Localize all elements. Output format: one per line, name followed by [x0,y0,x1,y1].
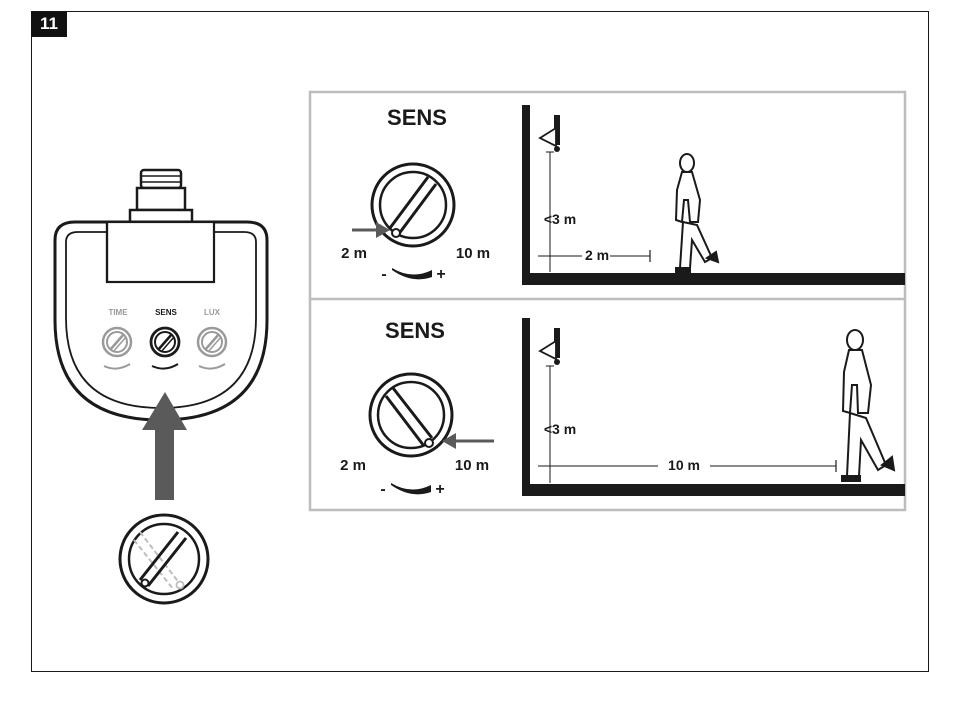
panel-2-plus: + [435,481,444,498]
panel-1-min-label: 2 m [341,245,367,262]
panel-min-range: SENS 2 m 10 m - + [341,105,905,285]
panel-2-wall-sensor-icon [538,328,560,365]
panel-1-person-icon [674,153,720,273]
lux-knob[interactable] [196,326,228,370]
panel-2-title: SENS [385,318,445,343]
panel-max-range: SENS 2 m 10 m - + <3 m [340,318,905,498]
panel-1-distance-label: 2 m [585,247,609,263]
step-number-badge: 11 [31,11,67,37]
panel-2-person-icon [841,329,896,482]
panel-1-plus: + [436,266,445,283]
panel-2-distance-label: 10 m [668,457,700,473]
panel-1-wall-sensor-icon [538,115,560,152]
panel-2-dial [368,372,454,458]
sensor-device: TIME SENS LUX [53,168,269,422]
panel-1-title: SENS [387,105,447,130]
panel-2-ramp-icon [391,483,431,495]
panel-1-indicator-arrow-icon [352,222,390,238]
pointer-arrow-icon [142,392,187,500]
time-knob[interactable] [101,326,133,370]
panel-2-indicator-arrow-icon [442,433,494,449]
panel-2-max-label: 10 m [455,457,489,474]
sens-settings-panels [308,90,907,512]
panel-2-height-label: <3 m [544,421,576,437]
zoomed-sens-knob [118,513,210,605]
panel-2-scene: <3 m 10 m [522,318,905,496]
figure-frame [31,11,929,672]
panel-2-minus: - [380,481,385,498]
panel-1-scene: <3 m 2 m [522,105,905,285]
sens-knob[interactable] [149,326,181,370]
panel-1-dial [370,162,456,248]
panel-1-max-label: 10 m [456,245,490,262]
knob-label-lux: LUX [204,308,221,317]
panel-1-minus: - [381,266,386,283]
panel-2-min-label: 2 m [340,457,366,474]
panel-1-ramp-icon [392,268,432,280]
knob-label-time: TIME [108,308,128,317]
knob-label-sens: SENS [155,308,177,317]
panel-1-height-label: <3 m [544,211,576,227]
